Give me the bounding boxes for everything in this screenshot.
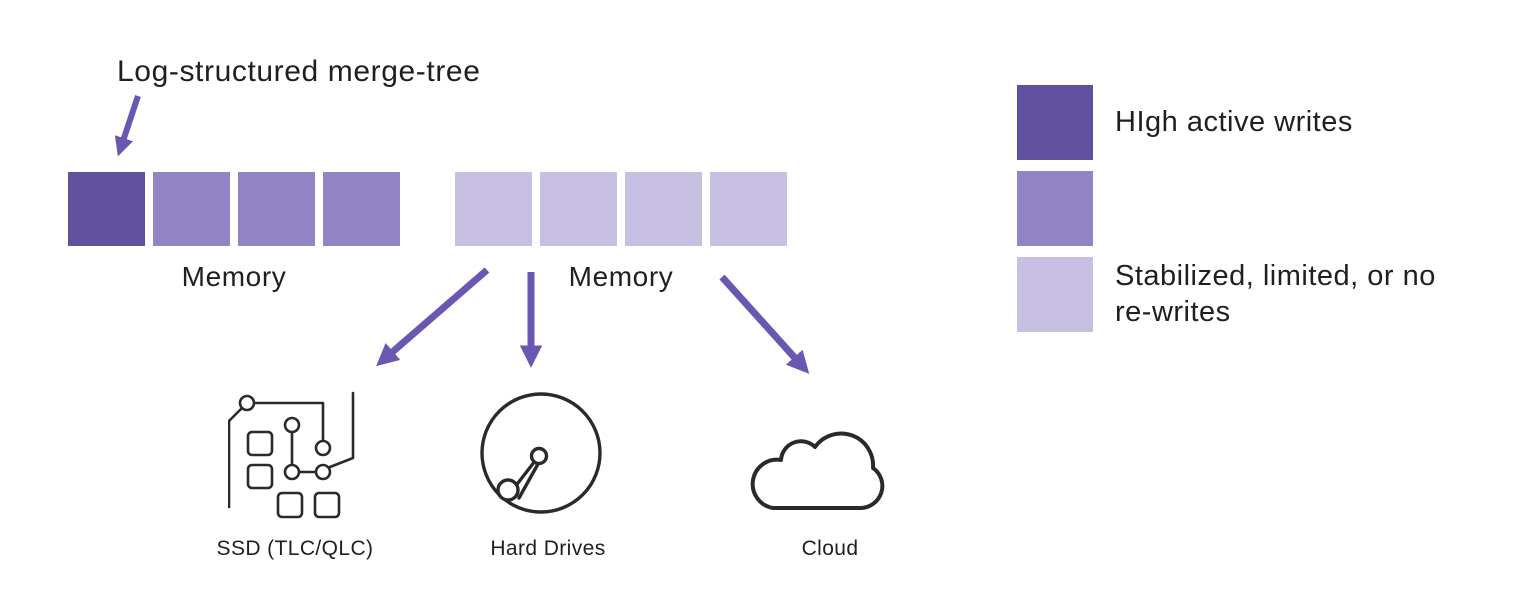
legend-swatch-stabilized — [1017, 257, 1093, 332]
legend-row-stabilized: Stabilized, limited, or no re-writes — [1017, 257, 1467, 332]
cloud-icon — [740, 416, 898, 516]
hard-drives-label: Hard Drives — [490, 537, 606, 560]
memory-label-2: Memory — [568, 261, 674, 292]
circuit-icon — [228, 388, 358, 523]
legend-label-stabilized: Stabilized, limited, or no re-writes — [1115, 260, 1436, 328]
legend-swatch-medium — [1017, 171, 1093, 246]
memory-blocks-active — [68, 172, 400, 246]
memory-block — [68, 172, 145, 246]
legend-swatch-high-active — [1017, 85, 1093, 160]
memory-block — [540, 172, 617, 246]
memory-block — [323, 172, 400, 246]
memory-label-1: Memory — [181, 261, 287, 292]
cloud-label: Cloud — [801, 537, 859, 560]
hard-drive-icon — [478, 391, 606, 519]
memory-block — [153, 172, 230, 246]
ssd-label: SSD (TLC/QLC) — [216, 537, 374, 560]
legend-label-high-active: HIgh active writes — [1115, 105, 1353, 138]
memory-block — [625, 172, 702, 246]
memory-block — [710, 172, 787, 246]
legend-row-high-active: HIgh active writes — [1017, 85, 1467, 160]
memory-block — [455, 172, 532, 246]
memory-blocks-stabilized — [455, 172, 787, 246]
lsm-annotation-arrow — [114, 95, 141, 157]
legend: HIgh active writes Stabilized, limited, … — [1017, 85, 1467, 343]
lsm-tree-label: Log-structured merge-tree — [117, 55, 481, 88]
memory-block — [238, 172, 315, 246]
legend-row-medium — [1017, 171, 1467, 246]
